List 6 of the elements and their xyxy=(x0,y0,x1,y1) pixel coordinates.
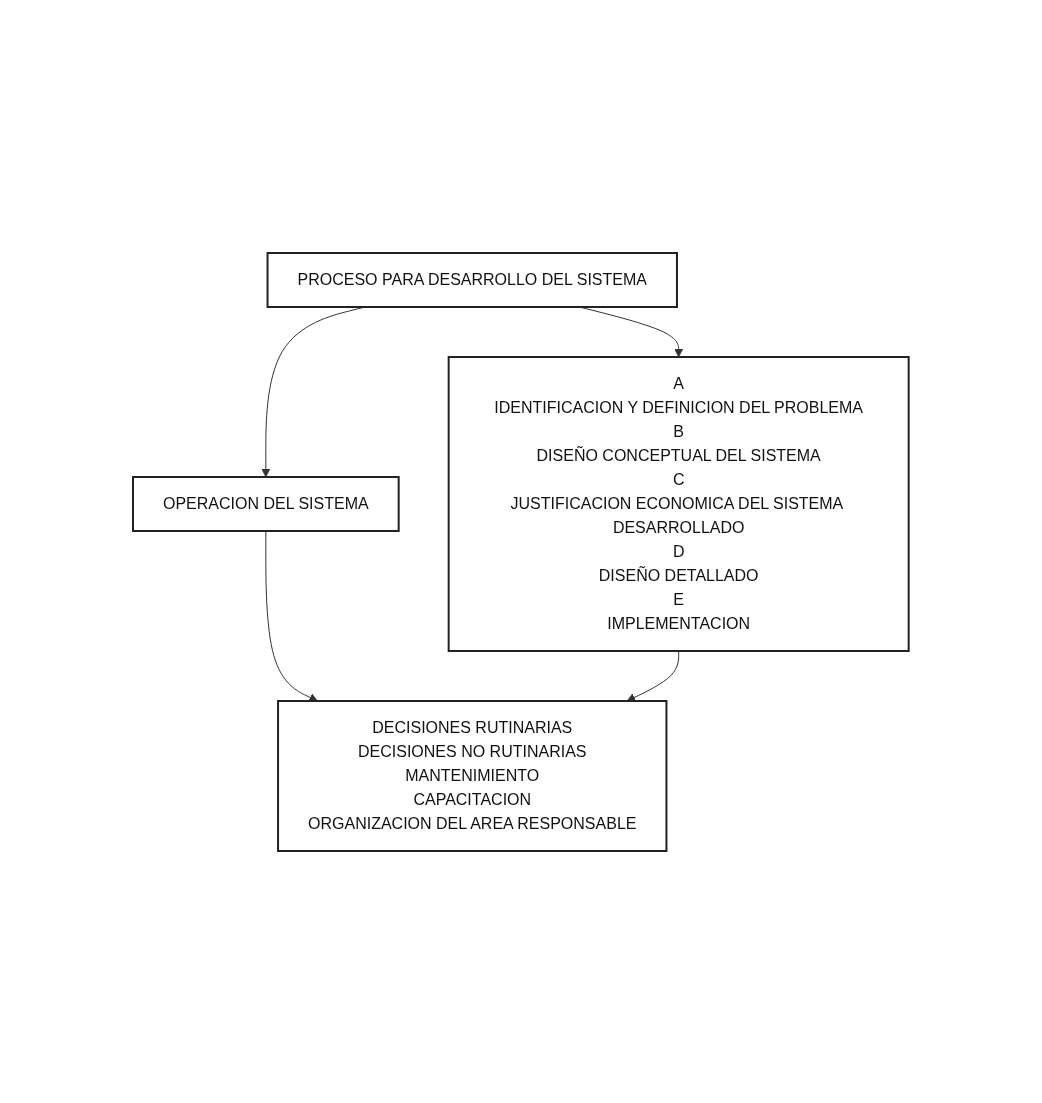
node-box: PROCESO PARA DESARROLLO DEL SISTEMA xyxy=(266,251,679,308)
node-box: OPERACION DEL SISTEMA xyxy=(132,475,400,532)
arrow xyxy=(265,530,318,701)
arrow xyxy=(626,650,680,701)
node-box: A IDENTIFICACION Y DEFINICION DEL PROBLEMA B DISEÑO CONCEPTUAL DEL SISTEMA C JUSTIFICACION ECONOMICA DEL SISTEMA DESARROLLADO D DISEÑO DETALLADO E IMPLEMENTACION xyxy=(447,355,910,652)
node-box: DECISIONES RUTINARIAS DECISIONES NO RUTINARIAS MANTENIMIENTO CAPACITACION ORGANIZACION DEL AREA RESPONSABLE xyxy=(277,699,668,852)
